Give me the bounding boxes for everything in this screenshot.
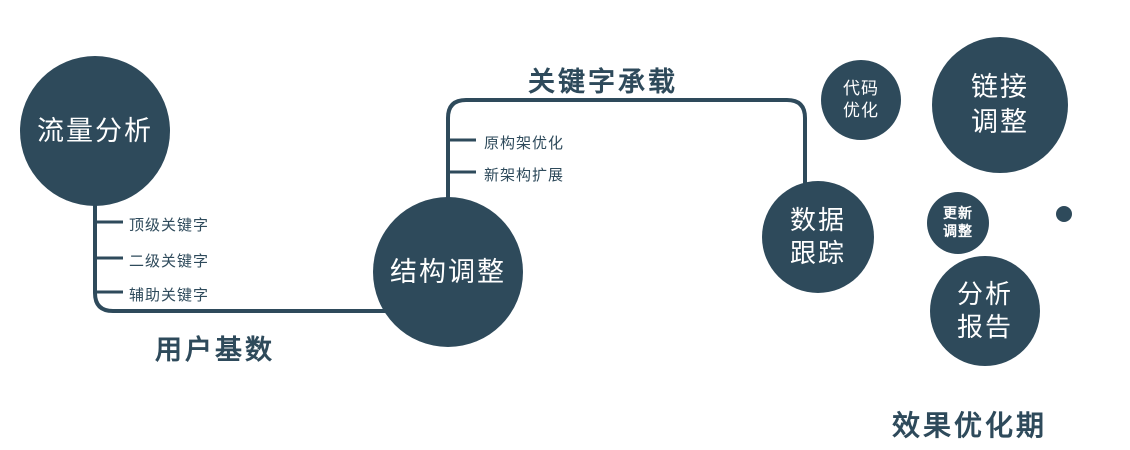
branch-label-second-keywords: 二级关键字 [129, 253, 210, 270]
node-analysis-report-line2: 报告 [956, 312, 1013, 342]
node-traffic-analysis-label: 流量分析 [37, 115, 153, 146]
node-code-optimization-line2: 优化 [843, 101, 879, 120]
node-structure-adjustment-label: 结构调整 [390, 256, 506, 287]
node-data-tracking-line1: 数据 [789, 204, 846, 235]
edge-label-keyword-carry: 关键字承载 [528, 67, 678, 97]
node-link-adjustment-line1: 链接 [971, 72, 1029, 103]
node-traffic-analysis: 流量分析 [20, 56, 170, 206]
edge-label-user-base: 用户基数 [155, 335, 275, 365]
node-data-tracking-line2: 跟踪 [789, 238, 846, 268]
branch-label-top-keywords: 顶级关键字 [129, 217, 210, 234]
node-link-adjustment-line2: 调整 [971, 107, 1029, 137]
branch-label-original-architecture: 原构架优化 [484, 135, 565, 152]
node-code-optimization-line1: 代码 [843, 79, 879, 99]
dot-node [1056, 206, 1072, 222]
branch-label-auxiliary-keywords: 辅助关键字 [129, 287, 210, 304]
node-data-tracking: 数据 跟踪 [762, 181, 874, 293]
node-update-adjustment-line1: 更新 [943, 205, 973, 222]
node-code-optimization: 代码 优化 [821, 60, 901, 140]
footer-caption: 效果优化期 [892, 410, 1048, 441]
node-update-adjustment: 更新 调整 [927, 192, 989, 254]
node-analysis-report-line1: 分析 [956, 278, 1013, 309]
node-link-adjustment: 链接 调整 [932, 37, 1068, 173]
branch-label-new-architecture: 新架构扩展 [484, 167, 565, 184]
edge-structure-to-tracking [446, 98, 807, 202]
node-structure-adjustment: 结构调整 [373, 197, 523, 347]
node-update-adjustment-line2: 调整 [943, 223, 973, 239]
node-analysis-report: 分析 报告 [930, 256, 1040, 366]
